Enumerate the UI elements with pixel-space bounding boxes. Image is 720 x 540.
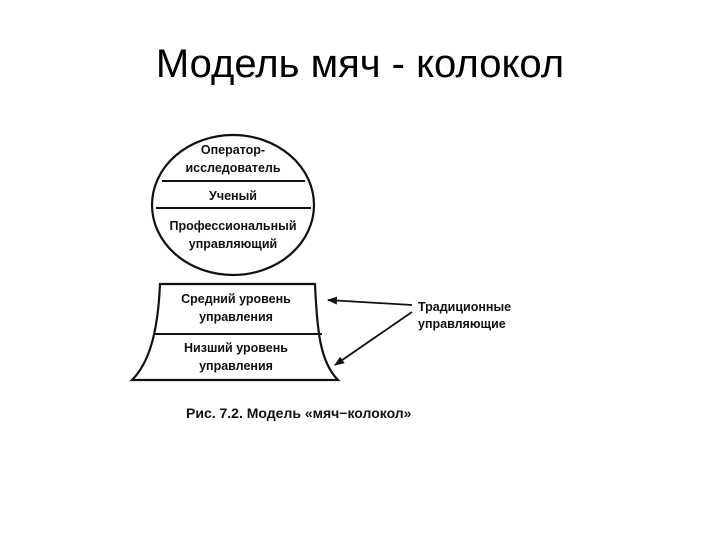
arrow-to-lower-level [334, 311, 413, 366]
bell-tier-lower-line1: Низший уровень [184, 341, 288, 355]
bell-tier-lower-line2: управления [199, 359, 273, 373]
ball-tier-professional-line1: Профессиональный [169, 219, 296, 233]
ball-tier-professional-line2: управляющий [189, 237, 277, 251]
bell-shape [129, 282, 341, 382]
bell-tier-middle-line1: Средний уровень [181, 292, 291, 306]
callout-traditional-line1: Традиционные [418, 300, 511, 314]
ball-tier-operator-line1: Оператор- [201, 143, 265, 157]
callout-traditional-line2: управляющие [418, 317, 506, 331]
ball-shape [150, 133, 316, 277]
ball-tier-scientist: Ученый [209, 189, 257, 203]
bell-tier-middle-line2: управления [199, 310, 273, 324]
page-title: Модель мяч - колокол [155, 42, 565, 86]
arrow-to-middle-level [327, 296, 413, 306]
figure-caption: Рис. 7.2. Модель «мяч−колокол» [186, 405, 412, 421]
ball-tier-operator-line2: исследователь [185, 161, 280, 175]
